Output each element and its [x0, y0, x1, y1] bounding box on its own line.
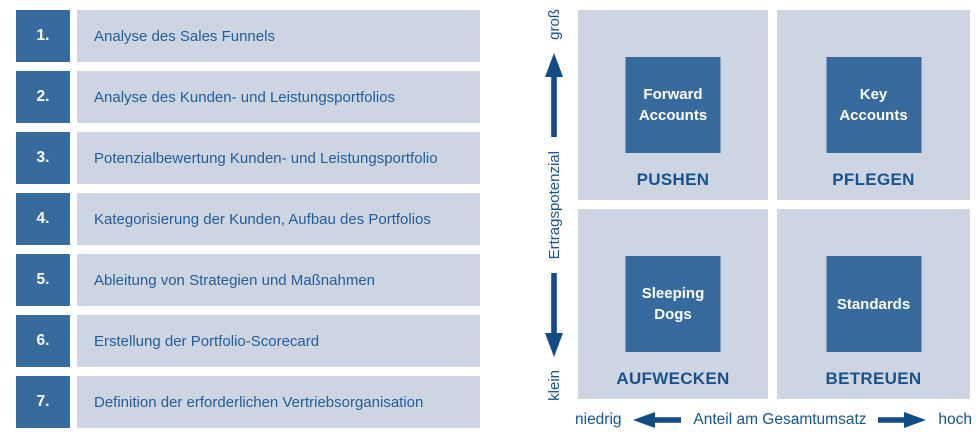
y-axis-title: Ertragspotenzial: [545, 150, 563, 260]
process-row: 5. Ableitung von Strategien und Maßnahme…: [16, 254, 480, 306]
strategy-label: PFLEGEN: [832, 170, 915, 189]
step-number: 5.: [16, 254, 70, 306]
segment-box: Sleeping Dogs: [625, 256, 721, 352]
arrow-down-icon: [545, 272, 563, 357]
step-number: 1.: [16, 10, 70, 62]
process-row: 6. Erstellung der Portfolio-Scorecard: [16, 315, 480, 367]
x-axis-title: Anteil am Gesamtumsatz: [693, 411, 867, 428]
quadrant-top-right: Key Accounts PFLEGEN: [777, 10, 970, 200]
strategy-label: AUFWECKEN: [616, 369, 730, 388]
y-axis: groß Ertragspotenzial klein: [536, 9, 572, 401]
segment-box: Key Accounts: [826, 57, 921, 153]
quadrant-top-left: Forward Accounts PUSHEN: [578, 10, 768, 200]
strategy-label: BETREUEN: [825, 369, 922, 388]
step-label: Ableitung von Strategien und Maßnahmen: [77, 254, 480, 306]
arrow-left-icon: [633, 412, 682, 428]
process-row: 4. Kategorisierung der Kunden, Aufbau de…: [16, 193, 480, 245]
step-label: Potenzialbewertung Kunden- und Leistungs…: [77, 132, 480, 184]
step-number: 7.: [16, 376, 70, 428]
process-list: 1. Analyse des Sales Funnels 2. Analyse …: [16, 10, 480, 428]
x-axis: niedrig Anteil am Gesamtumsatz hoch: [575, 411, 972, 429]
process-row: 2. Analyse des Kunden- und Leistungsport…: [16, 71, 480, 123]
segment-box: Standards: [826, 256, 921, 352]
quadrant-bottom-right: Standards BETREUEN: [777, 209, 970, 399]
process-row: 3. Potenzialbewertung Kunden- und Leistu…: [16, 132, 480, 184]
step-label: Definition der erforderlichen Vertriebso…: [77, 376, 480, 428]
step-label: Analyse des Sales Funnels: [77, 10, 480, 62]
y-axis-min-label: klein: [545, 370, 563, 401]
portfolio-matrix: Forward Accounts PUSHEN Key Accounts PFL…: [578, 10, 970, 399]
x-axis-min-label: niedrig: [575, 411, 622, 428]
step-number: 6.: [16, 315, 70, 367]
step-label: Erstellung der Portfolio-Scorecard: [77, 315, 480, 367]
arrow-up-icon: [545, 53, 563, 138]
process-row: 1. Analyse des Sales Funnels: [16, 10, 480, 62]
x-axis-max-label: hoch: [938, 411, 972, 428]
step-number: 3.: [16, 132, 70, 184]
strategy-label: PUSHEN: [636, 170, 710, 189]
step-label: Analyse des Kunden- und Leistungsportfol…: [77, 71, 480, 123]
quadrant-bottom-left: Sleeping Dogs AUFWECKEN: [578, 209, 768, 399]
step-number: 2.: [16, 71, 70, 123]
process-row: 7. Definition der erforderlichen Vertrie…: [16, 376, 480, 428]
step-label: Kategorisierung der Kunden, Aufbau des P…: [77, 193, 480, 245]
segment-box: Forward Accounts: [625, 57, 721, 153]
step-number: 4.: [16, 193, 70, 245]
arrow-right-icon: [878, 412, 927, 428]
y-axis-max-label: groß: [545, 9, 563, 40]
